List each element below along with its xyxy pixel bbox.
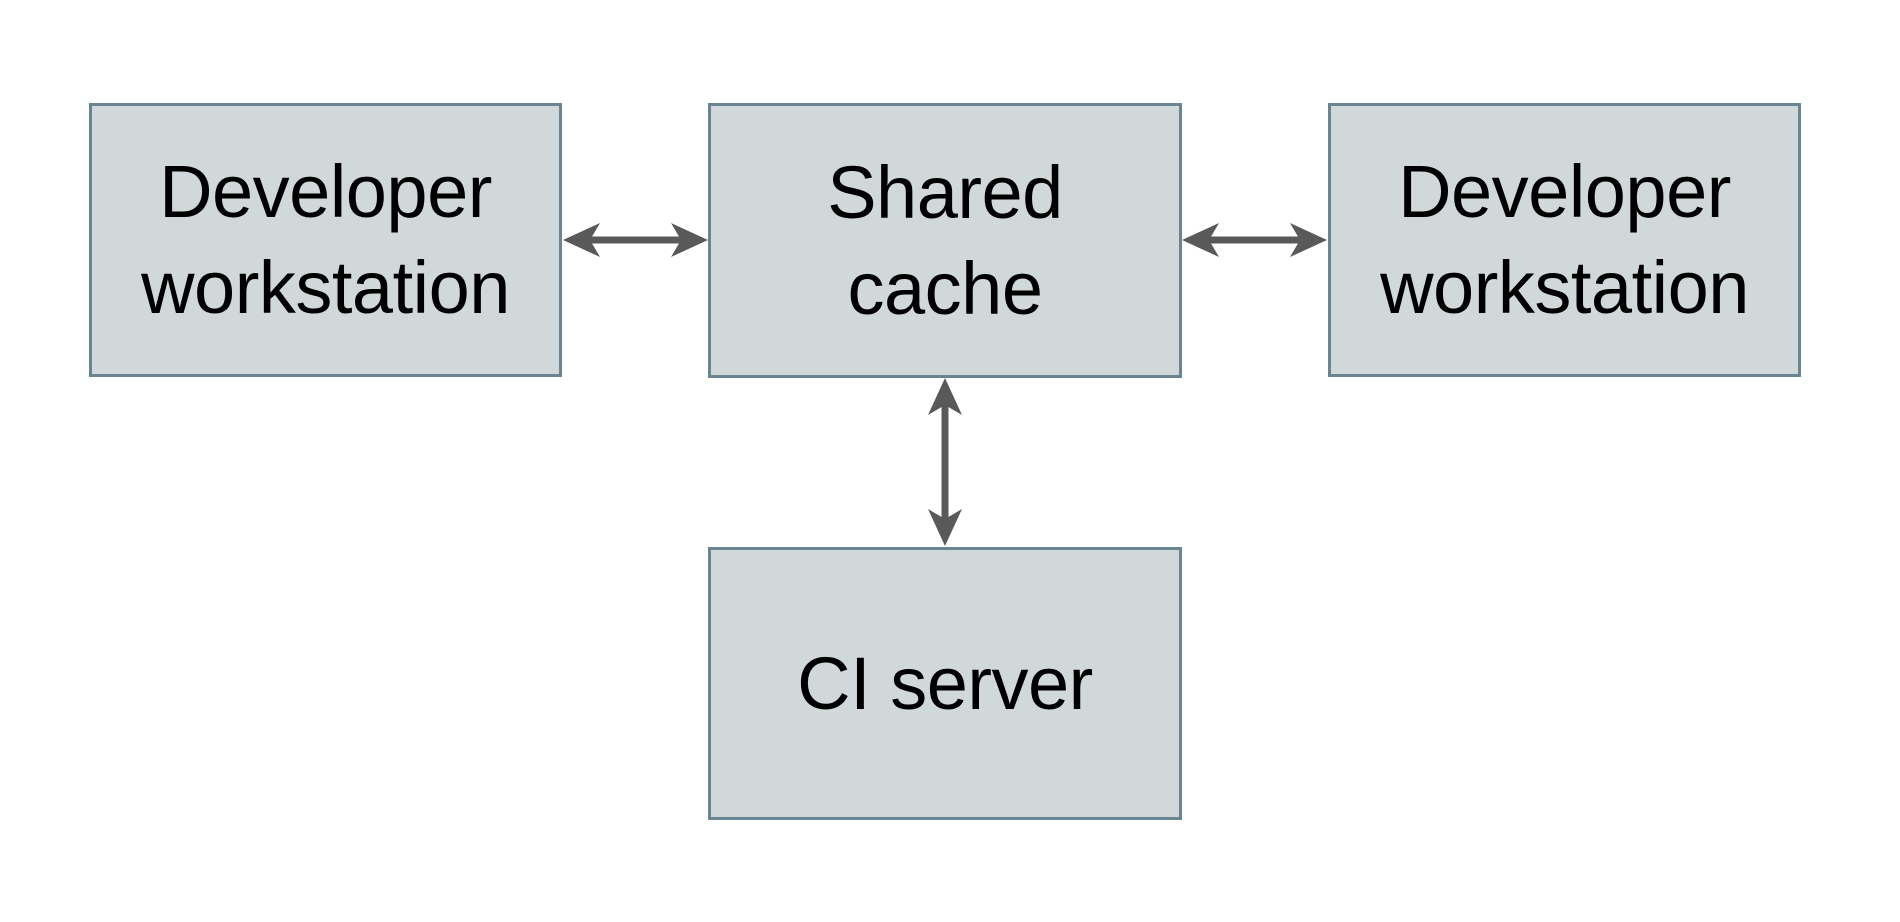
node-label-line: cache <box>847 246 1043 330</box>
node-label-line: workstation <box>1380 246 1749 329</box>
double-arrow-icon <box>1181 216 1328 264</box>
node-label-line: Developer <box>159 150 492 233</box>
node-label: Shared cache <box>827 145 1063 337</box>
node-label-line: Shared <box>827 150 1063 234</box>
node-label-line: Developer <box>1398 150 1731 233</box>
node-label: Developer workstation <box>1380 144 1749 336</box>
node-shared-cache: Shared cache <box>708 103 1182 378</box>
node-label-line: CI server <box>797 641 1093 725</box>
node-label: CI server <box>797 636 1093 732</box>
double-arrow-icon <box>921 377 969 547</box>
node-label-line: workstation <box>141 246 510 329</box>
double-arrow-icon <box>562 216 709 264</box>
node-developer-workstation-left: Developer workstation <box>89 103 562 377</box>
node-ci-server: CI server <box>708 547 1182 820</box>
node-developer-workstation-right: Developer workstation <box>1328 103 1801 377</box>
node-label: Developer workstation <box>141 144 510 336</box>
